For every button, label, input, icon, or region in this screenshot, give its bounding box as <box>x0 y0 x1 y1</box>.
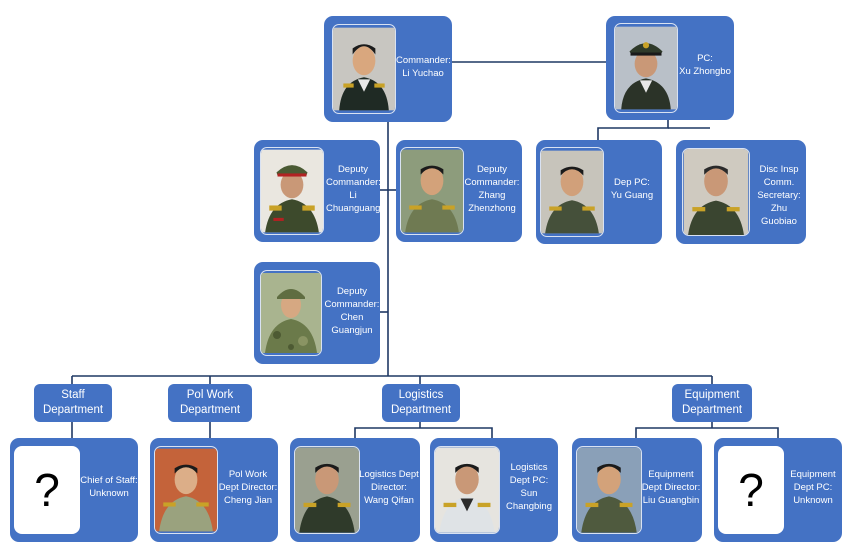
equipment-department: Equipment Department <box>672 384 752 422</box>
logistics-pc-node: Logistics Dept PC: Sun Changbing <box>430 438 558 542</box>
pc-photo <box>614 23 678 113</box>
connector-pc-branch <box>597 120 669 142</box>
dep-pc-photo <box>540 147 604 237</box>
officer-portrait-icon <box>155 448 217 532</box>
commander-photo <box>332 24 396 114</box>
question-mark-icon: ? <box>738 464 764 516</box>
disc-insp-photo <box>682 148 750 236</box>
unknown-photo-placeholder: ? <box>14 446 80 534</box>
equipment-director-node: Equipment Dept Director: Liu Guangbin <box>572 438 702 542</box>
deputy-chen-label: Deputy Commander: Chen Guangjun <box>324 286 380 336</box>
deputy-commander-li-node: Deputy Commander: Li Chuanguang <box>254 140 381 242</box>
chief-of-staff-label: Chief of Staff: Unknown <box>80 475 138 499</box>
unknown-photo-placeholder: ? <box>718 446 784 534</box>
logistics-director-label: Logistics Dept Director: Wang Qifan <box>359 469 419 506</box>
commander-label: Commander: Li Yuchao <box>396 55 451 79</box>
logistics-pc-label: Logistics Dept PC: Sun Changbing <box>506 462 552 512</box>
officer-portrait-icon <box>435 447 499 533</box>
logistics-department: Logistics Department <box>382 384 460 422</box>
dep-pc-label: Dep PC: Yu Guang <box>610 177 654 201</box>
logistics-pc-photo <box>434 446 500 534</box>
pol-work-director-photo <box>154 446 218 534</box>
officer-portrait-icon <box>401 149 463 233</box>
officer-portrait-icon <box>295 447 359 533</box>
equipment-pc-node: ? Equipment Dept PC: Unknown <box>714 438 842 542</box>
officer-portrait-icon <box>577 447 641 533</box>
logistics-director-node: Logistics Dept Director: Wang Qifan <box>290 438 420 542</box>
officer-portrait-icon <box>261 149 323 233</box>
deputy-commander-zhang-node: Deputy Commander: Zhang Zhenzhong <box>396 140 522 242</box>
disc-insp-label: Disc Insp Comm. Secretary: Zhu Guobiao <box>757 164 801 227</box>
pc-node: PC: Xu Zhongbo <box>606 16 734 120</box>
connector-logistics-split <box>354 427 493 438</box>
deputy-zhang-photo <box>400 147 464 235</box>
officer-portrait-icon <box>541 150 603 234</box>
deputy-zhang-label: Deputy Commander: Zhang Zhenzhong <box>464 164 520 214</box>
deputy-chen-photo <box>260 270 322 356</box>
deputy-li-photo <box>260 147 324 235</box>
dep-pc-node: Dep PC: Yu Guang <box>536 140 662 244</box>
equipment-director-label: Equipment Dept Director: Liu Guangbin <box>641 469 701 506</box>
officer-portrait-icon <box>615 26 677 110</box>
deputy-commander-chen-node: Deputy Commander: Chen Guangjun <box>254 262 380 364</box>
equipment-pc-label: Equipment Dept PC: Unknown <box>790 469 836 506</box>
chief-of-staff-node: ? Chief of Staff: Unknown <box>10 438 138 542</box>
equipment-director-photo <box>576 446 642 534</box>
logistics-director-photo <box>294 446 360 534</box>
disc-insp-node: Disc Insp Comm. Secretary: Zhu Guobiao <box>676 140 806 244</box>
connector-equipment-split <box>635 427 779 438</box>
officer-portrait-icon <box>261 273 321 353</box>
pol-work-director-node: Pol Work Dept Director: Cheng Jian <box>150 438 278 542</box>
staff-department: Staff Department <box>34 384 112 422</box>
pol-work-director-label: Pol Work Dept Director: Cheng Jian <box>218 469 278 506</box>
deputy-li-label: Deputy Commander: Li Chuanguang <box>326 164 381 214</box>
pc-label: PC: Xu Zhongbo <box>679 53 731 77</box>
commander-node: Commander: Li Yuchao <box>324 16 452 122</box>
question-mark-icon: ? <box>34 464 60 516</box>
officer-portrait-icon <box>333 27 395 111</box>
officer-portrait-icon <box>683 149 749 235</box>
pol-work-department: Pol Work Department <box>168 384 252 422</box>
